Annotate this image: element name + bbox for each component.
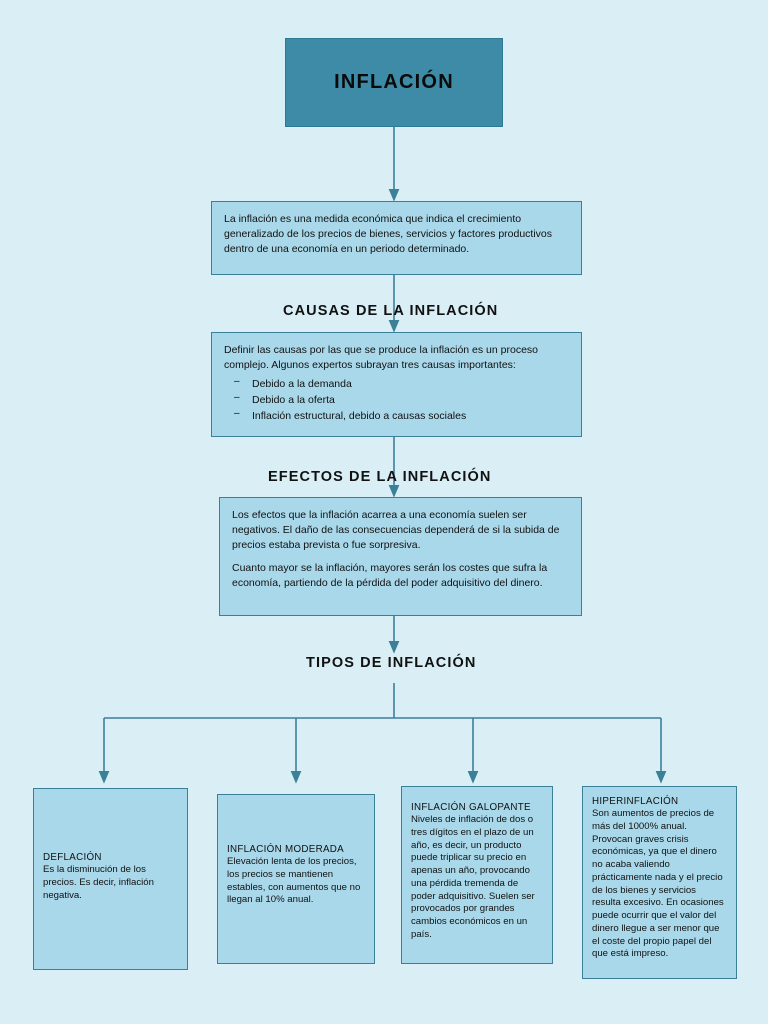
efectos-box: Los efectos que la inflación acarrea a u… [219, 497, 582, 616]
tipo-card-inflacion-moderada: INFLACIÓN MODERADA Elevación lenta de lo… [217, 794, 375, 964]
list-item: Debido a la oferta [230, 391, 569, 408]
tipo-title: HIPERINFLACIÓN [592, 796, 679, 807]
tipo-card-inflacion-galopante: INFLACIÓN GALOPANTE Niveles de inflación… [401, 786, 553, 964]
tipo-title: DEFLACIÓN [43, 852, 102, 863]
efectos-paragraph-2: Cuanto mayor se la inflación, mayores se… [232, 561, 548, 589]
efectos-paragraph-1: Los efectos que la inflación acarrea a u… [232, 509, 560, 551]
tipos-heading: TIPOS DE INFLACIÓN [306, 655, 477, 671]
list-item: Inflación estructural, debido a causas s… [230, 407, 569, 424]
tipo-title: INFLACIÓN MODERADA [227, 844, 344, 855]
definition-box: La inflación es una medida económica que… [211, 201, 582, 275]
tipo-title: INFLACIÓN GALOPANTE [411, 802, 531, 813]
tipo-body: Son aumentos de precios de más del 1000%… [592, 808, 724, 960]
efectos-heading: EFECTOS DE LA INFLACIÓN [268, 469, 492, 485]
tipo-body: Elevación lenta de los precios, los prec… [227, 856, 361, 906]
title-box: INFLACIÓN [285, 38, 503, 127]
tipo-card-hiperinflacion: HIPERINFLACIÓN Son aumentos de precios d… [582, 786, 737, 979]
definition-text: La inflación es una medida económica que… [224, 213, 553, 255]
tipo-card-deflacion: DEFLACIÓN Es la disminución de los preci… [33, 788, 188, 970]
tipo-body: Niveles de inflación de dos o tres dígit… [411, 814, 535, 940]
list-item: Debido a la demanda [230, 375, 569, 392]
page-title: INFLACIÓN [334, 71, 454, 93]
causas-heading: CAUSAS DE LA INFLACIÓN [283, 303, 499, 319]
causas-intro-text: Definir las causas por las que se produc… [224, 344, 539, 371]
causas-list: Debido a la demanda Debido a la oferta I… [224, 375, 569, 424]
tipo-body: Es la disminución de los precios. Es dec… [43, 864, 154, 901]
causas-box: Definir las causas por las que se produc… [211, 332, 582, 437]
